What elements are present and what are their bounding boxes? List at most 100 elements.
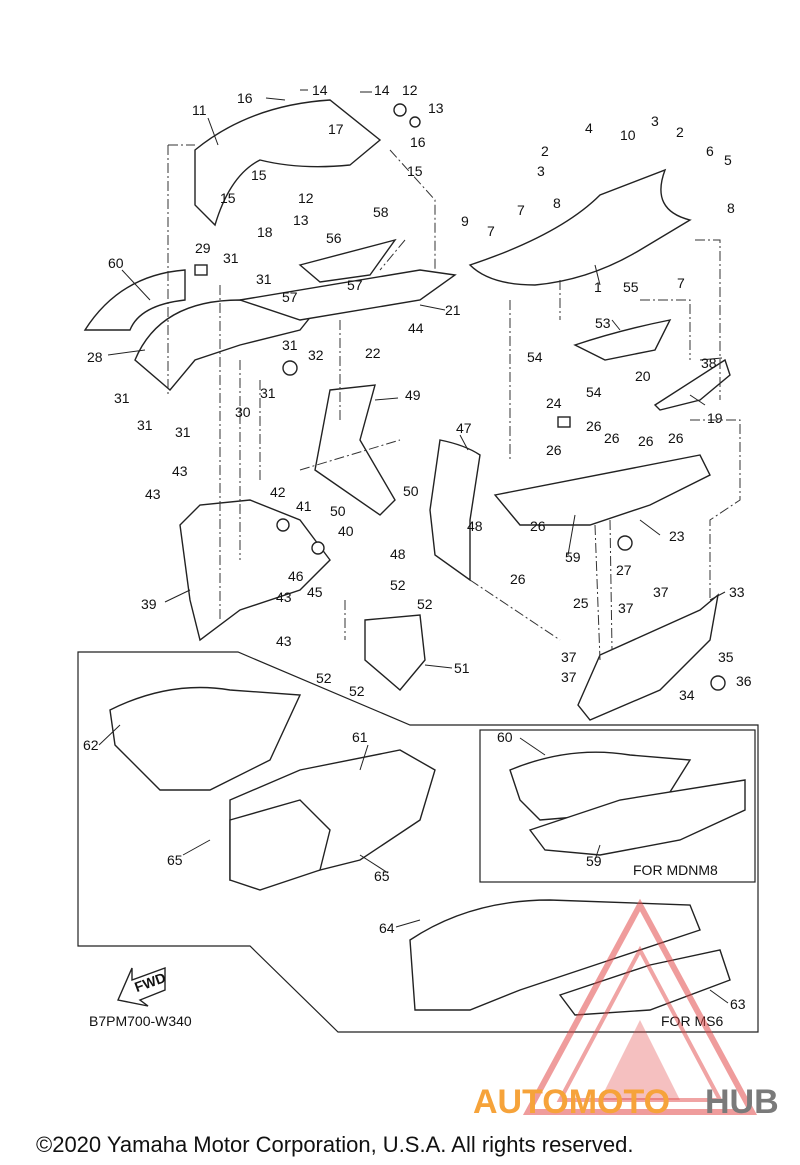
callout-label: 31 — [137, 417, 153, 433]
callout-label: 37 — [618, 600, 634, 616]
callout-label: 57 — [347, 277, 363, 293]
callout-label: 26 — [638, 433, 654, 449]
part-floorboard-23 — [493, 454, 711, 526]
callout-label: 30 — [235, 404, 251, 420]
callout-label: 27 — [616, 562, 632, 578]
callout-label: 43 — [172, 463, 188, 479]
callout-label: 26 — [586, 418, 602, 434]
callout-label: 44 — [408, 320, 424, 336]
callout-label: 16 — [237, 90, 253, 106]
callout-label: 23 — [669, 528, 685, 544]
callout-label: 49 — [405, 387, 421, 403]
callout-label: 59 — [565, 549, 581, 565]
fwd-arrow-icon: FWD — [117, 967, 168, 1007]
part-grommet-40 — [311, 541, 325, 555]
part-bracket-21 — [239, 269, 457, 321]
part-outlines — [83, 99, 746, 1016]
part-lower-rear-33 — [577, 593, 720, 721]
callout-label: 52 — [417, 596, 433, 612]
callout-label: 43 — [276, 589, 292, 605]
callout-label: 37 — [561, 649, 577, 665]
part-front-upper-cover — [194, 99, 382, 227]
callout-label: 13 — [428, 100, 444, 116]
callout-label: 57 — [282, 289, 298, 305]
callout-label: 21 — [445, 302, 461, 318]
callout-label: 56 — [326, 230, 342, 246]
part-inner-panel-49 — [314, 384, 396, 516]
callout-label: 62 — [83, 737, 99, 753]
variant-label-ms6: FOR MS6 — [661, 1013, 723, 1029]
callout-label: 7 — [677, 275, 685, 291]
part-grommet-34 — [710, 675, 726, 691]
callout-label: 64 — [379, 920, 395, 936]
callout-label: 31 — [223, 250, 239, 266]
callout-label: 47 — [456, 420, 472, 436]
part-cover-53 — [573, 319, 672, 361]
callout-label: 29 — [195, 240, 211, 256]
part-grommet-41 — [276, 518, 290, 532]
callout-label: 42 — [270, 484, 286, 500]
variant-boxes — [77, 651, 759, 1033]
callout-label: 36 — [736, 673, 752, 689]
callout-label: 7 — [487, 223, 495, 239]
callout-label: 31 — [282, 337, 298, 353]
callout-label: 8 — [553, 195, 561, 211]
callout-label: 25 — [573, 595, 589, 611]
callout-label: 10 — [620, 127, 636, 143]
callout-label: 9 — [461, 213, 469, 229]
callout-label: 7 — [517, 202, 525, 218]
part-grommet-27 — [617, 535, 633, 551]
callout-label: 3 — [651, 113, 659, 129]
callout-label: 15 — [220, 190, 236, 206]
callout-label: 43 — [145, 486, 161, 502]
callout-label: 12 — [402, 82, 418, 98]
callout-label: 28 — [87, 349, 103, 365]
callout-label: 53 — [595, 315, 611, 331]
callout-label: 32 — [308, 347, 324, 363]
callout-label: 31 — [114, 390, 130, 406]
part-lower-panel-51 — [364, 614, 426, 691]
callout-label: 31 — [256, 271, 272, 287]
callout-label: 37 — [561, 669, 577, 685]
part-clip-24 — [557, 416, 571, 428]
callout-label: 54 — [527, 349, 543, 365]
part-panel-60 — [83, 269, 186, 331]
callout-label: 6 — [706, 143, 714, 159]
callout-label: 65 — [167, 852, 183, 868]
callout-label: 16 — [410, 134, 426, 150]
callout-label: 52 — [390, 577, 406, 593]
part-front-panel — [134, 299, 322, 391]
callout-label: 31 — [175, 424, 191, 440]
part-clip-29 — [194, 264, 208, 276]
callout-label: 54 — [586, 384, 602, 400]
part-variant-front-62 — [109, 686, 302, 791]
callout-label: 14 — [312, 82, 328, 98]
callout-label: 37 — [653, 584, 669, 600]
callout-label: 15 — [407, 163, 423, 179]
watermark-logo: AUTOMOTO HUB — [473, 898, 779, 1121]
callout-label: 43 — [276, 633, 292, 649]
callout-label: 33 — [729, 584, 745, 600]
part-grommet-32 — [282, 360, 298, 376]
callout-label: 61 — [352, 729, 368, 745]
callout-label: 15 — [251, 167, 267, 183]
callout-label: 52 — [349, 683, 365, 699]
callout-label: 35 — [718, 649, 734, 665]
callout-label: 34 — [679, 687, 695, 703]
callout-label: 38 — [701, 355, 717, 371]
callout-label: 50 — [403, 483, 419, 499]
diagram-code: B7PM700-W340 — [89, 1013, 192, 1029]
callout-label: 26 — [510, 571, 526, 587]
assembly-lines — [167, 144, 741, 661]
callout-label: 26 — [530, 518, 546, 534]
watermark-text-part2: HUB — [705, 1083, 779, 1121]
callout-label: 26 — [604, 430, 620, 446]
part-mdnm8-floor — [528, 779, 746, 856]
part-side-cover-right — [468, 168, 692, 286]
part-inner-panel-47 — [429, 439, 481, 582]
callout-label: 59 — [586, 853, 602, 869]
callout-label: 14 — [374, 82, 390, 98]
callout-label: 4 — [585, 120, 593, 136]
copyright-notice: ©2020 Yamaha Motor Corporation, U.S.A. A… — [36, 1132, 633, 1157]
